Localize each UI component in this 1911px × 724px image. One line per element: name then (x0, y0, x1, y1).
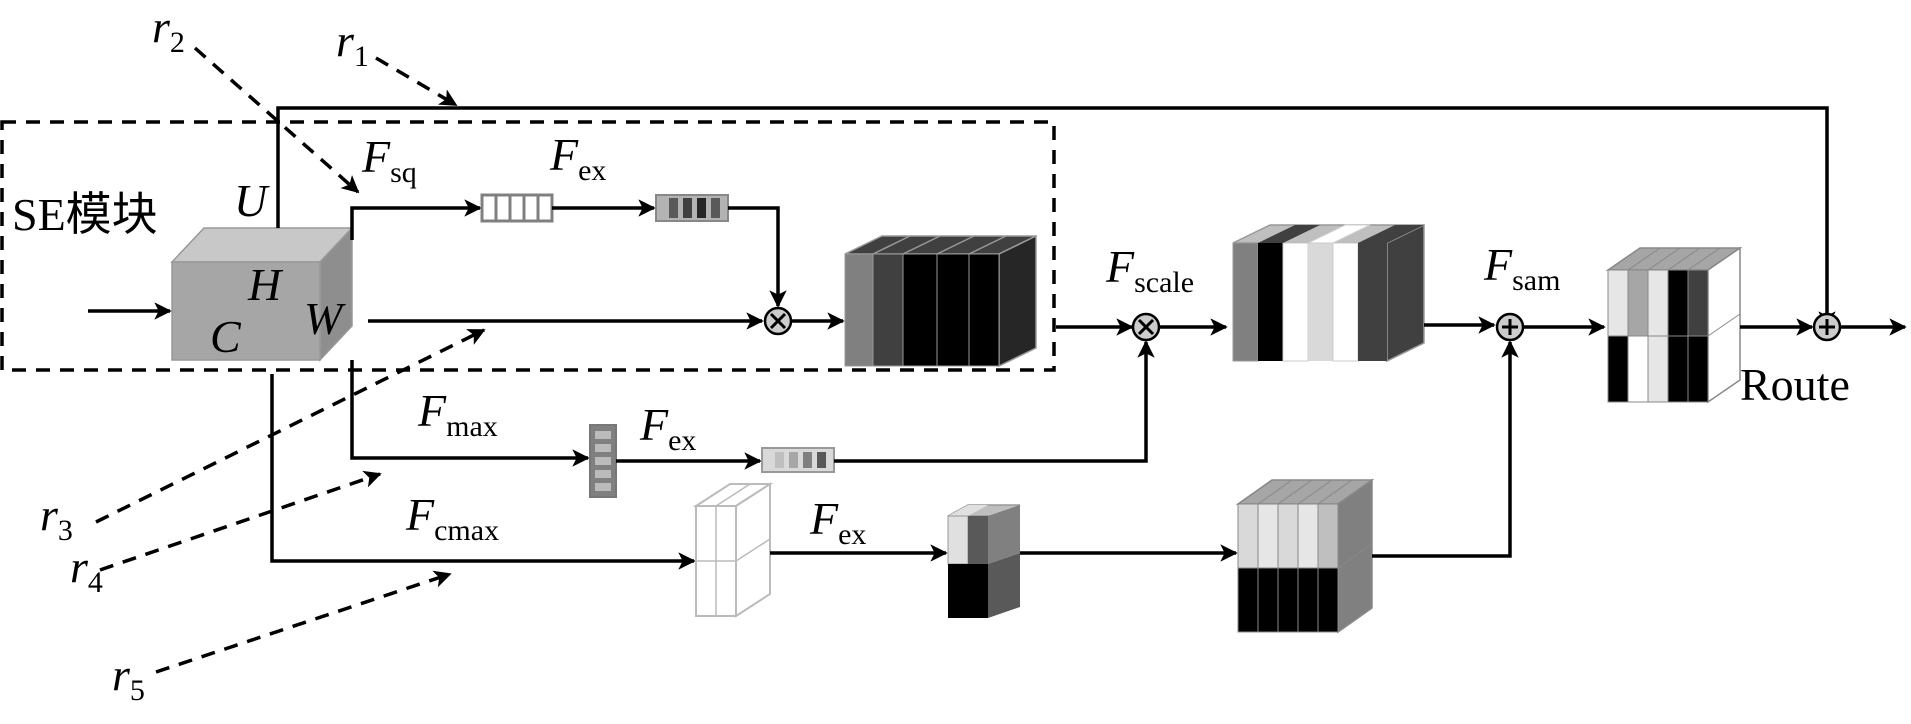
se-output-block (844, 234, 1037, 368)
fex1-to-mult-arrow (728, 206, 787, 308)
f-sam-label: Fsam (1483, 239, 1560, 297)
r1-dashed-arrow (375, 56, 458, 107)
fsq-arrow (350, 199, 482, 240)
dim-u-label: U (234, 175, 270, 226)
f-ex1-label: Fex (549, 129, 606, 187)
route-add-op (1812, 312, 1842, 342)
r3-label: r3 (40, 489, 73, 547)
fcmax-arrow (270, 374, 696, 570)
r3-dashed-arrow (95, 328, 486, 524)
f-cmax-label: Fcmax (405, 489, 499, 547)
excitation-vector-1 (655, 194, 729, 222)
sam-add-op (1495, 312, 1525, 342)
r1-route-path (276, 106, 1836, 329)
se-module-box (0, 120, 1056, 372)
f-ex3-label: Fex (809, 493, 866, 551)
dim-h-label: H (247, 259, 284, 310)
r5-label: r5 (112, 649, 145, 707)
squeeze-vector (480, 193, 554, 223)
channel-attention-block (1235, 478, 1375, 634)
f-max-label: Fmax (417, 385, 498, 443)
dim-w-label: W (304, 293, 346, 344)
excitation-cube (947, 504, 1021, 618)
scale-output-block (1232, 223, 1425, 363)
r5-dashed-arrow (155, 570, 452, 674)
r2-dashed-arrow (193, 46, 360, 194)
r1-label: r1 (336, 15, 369, 73)
f-ex2-label: Fex (639, 399, 696, 457)
fex2-to-scale-arrow (834, 340, 1155, 463)
r4-dashed-arrow (99, 470, 382, 572)
scale-multiply-op (1131, 312, 1161, 342)
dim-c-label: C (210, 311, 242, 362)
route-label: Route (1740, 359, 1850, 410)
excitation-vector-2 (761, 447, 835, 473)
block-to-sam-arrow (1372, 340, 1519, 558)
channel-max-cube (692, 482, 774, 618)
r2-label: r2 (152, 1, 185, 59)
sam-output-block (1605, 246, 1743, 404)
f-sq-label: Fsq (361, 131, 417, 189)
r4-label: r4 (70, 541, 103, 599)
fmax-arrow (350, 360, 590, 467)
se-multiply-op (763, 306, 793, 336)
se-module-label: SE模块 (12, 189, 158, 240)
f-scale-label: Fscale (1105, 241, 1194, 299)
input-feature-cube (170, 226, 354, 362)
max-pool-vector (589, 424, 617, 498)
